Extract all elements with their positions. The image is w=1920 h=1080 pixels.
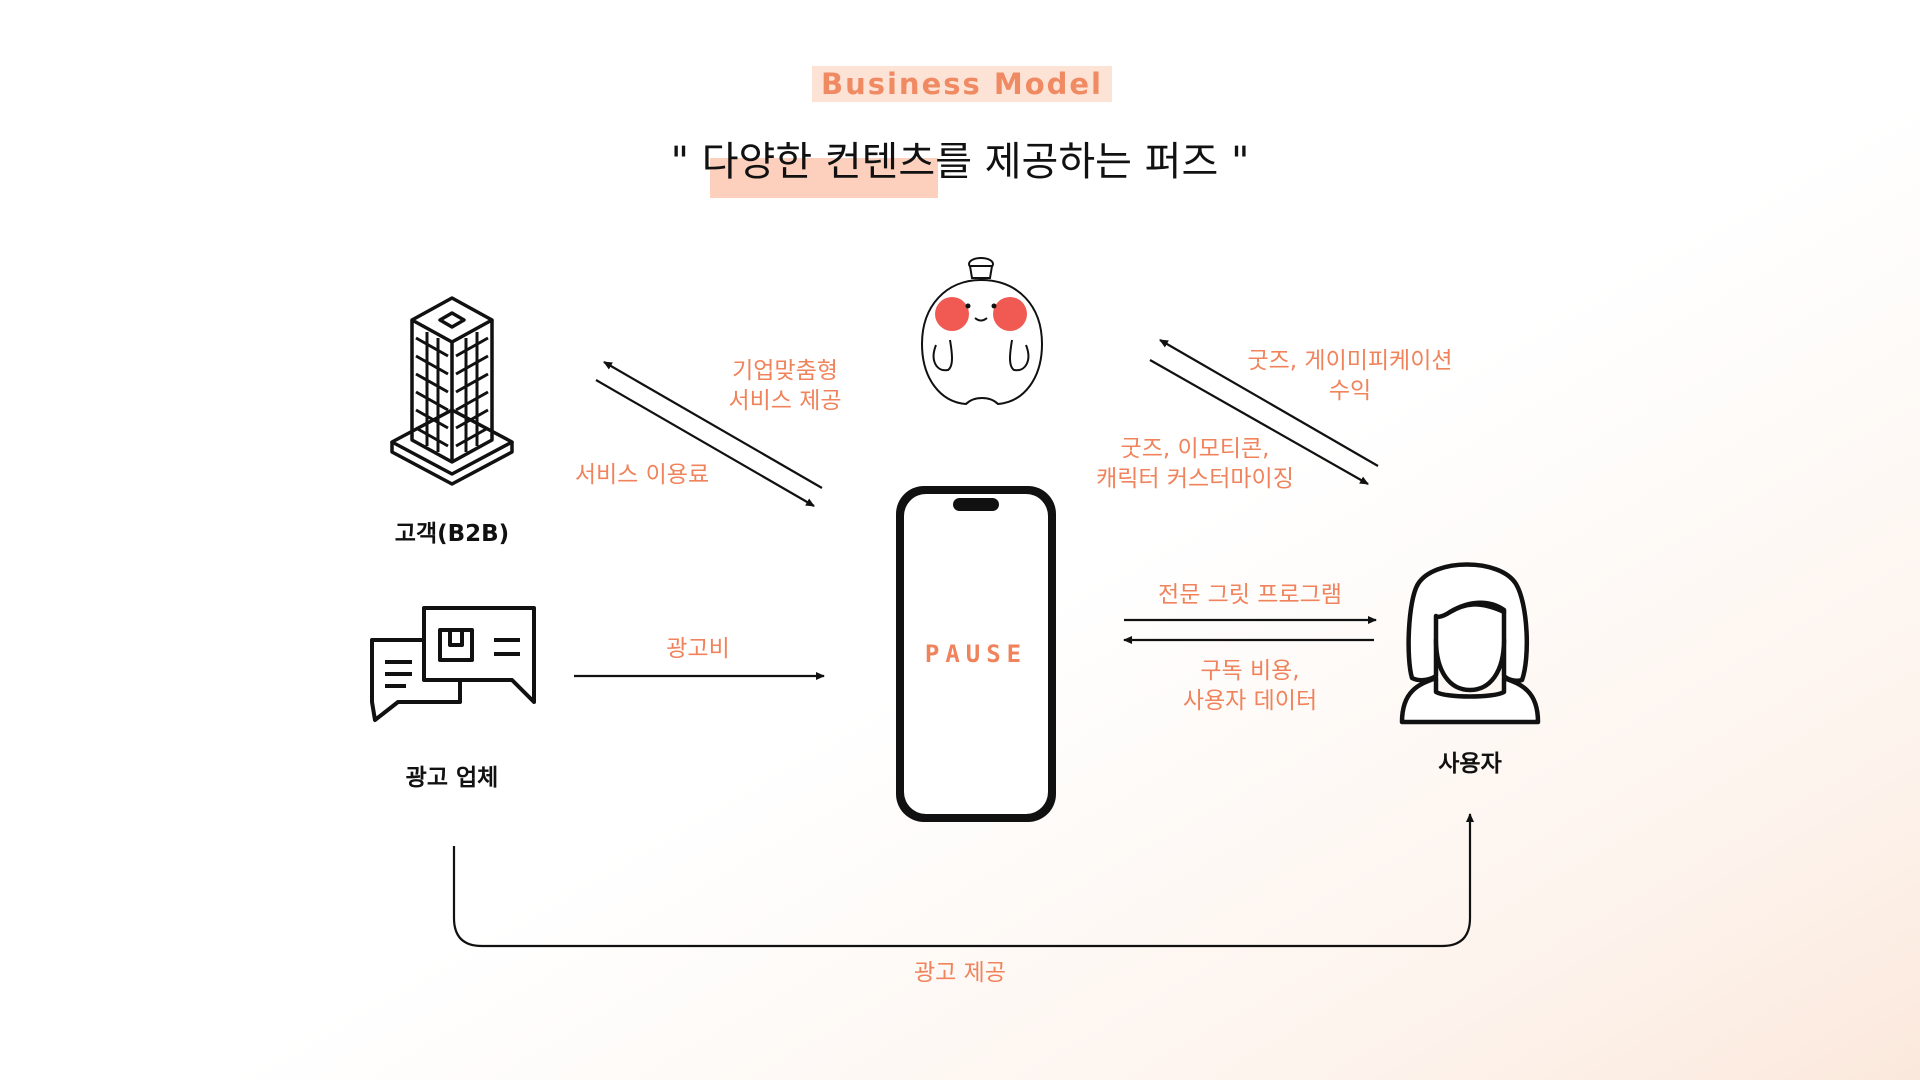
goods-emoticon-label: 굿즈, 이모티콘, 캐릭터 커스터마이징 <box>1070 434 1320 494</box>
slogan-highlight <box>710 158 938 198</box>
arrow-b2b-to-app <box>595 379 815 507</box>
section-title: Business Model <box>812 66 1112 102</box>
arrow-app-to-b2b <box>603 361 823 489</box>
app-logo: PAUSE <box>924 640 1028 668</box>
goods-emoticon-line2: 캐릭터 커스터마이징 <box>1096 466 1294 492</box>
arrow-user-to-mascot <box>1159 339 1379 467</box>
b2b-customer-label: 고객(B2B) <box>394 521 510 547</box>
advertiser-label: 광고 업체 <box>405 765 499 791</box>
user-avatar-icon <box>1399 562 1541 725</box>
b2b-fee-label: 서비스 이용료 <box>574 462 710 488</box>
subscription-line2: 사용자 데이터 <box>1182 688 1318 714</box>
goods-revenue-line2: 수익 <box>1328 378 1372 404</box>
arrow-ad-provision <box>452 813 1474 948</box>
character-mascot-icon <box>920 257 1044 406</box>
subscription-line1: 구독 비용, <box>1200 658 1300 684</box>
ad-provision-label: 광고 제공 <box>914 960 1006 986</box>
smartphone-icon <box>896 486 1056 822</box>
goods-revenue-label: 굿즈, 게이미피케이션 수익 <box>1220 346 1480 406</box>
b2b-service-line1: 기업맞춤형 <box>732 358 838 384</box>
slogan: " 다양한 컨텐츠를 제공하는 퍼즈 " <box>670 139 1250 185</box>
goods-emoticon-line1: 굿즈, 이모티콘, <box>1120 436 1270 462</box>
b2b-service-label: 기업맞춤형 서비스 제공 <box>700 356 870 416</box>
chat-bubbles-icon <box>370 606 536 722</box>
grit-program-label: 전문 그릿 프로그램 <box>1158 582 1342 608</box>
arrow-mascot-to-user <box>1149 359 1369 485</box>
ad-fee-label: 광고비 <box>666 636 730 662</box>
building-icon <box>390 296 514 486</box>
b2b-service-line2: 서비스 제공 <box>728 388 842 414</box>
goods-revenue-line1: 굿즈, 게이미피케이션 <box>1247 348 1453 374</box>
flow-arrows <box>452 339 1474 948</box>
user-label: 사용자 <box>1438 751 1502 777</box>
subscription-label: 구독 비용, 사용자 데이터 <box>1150 656 1350 716</box>
